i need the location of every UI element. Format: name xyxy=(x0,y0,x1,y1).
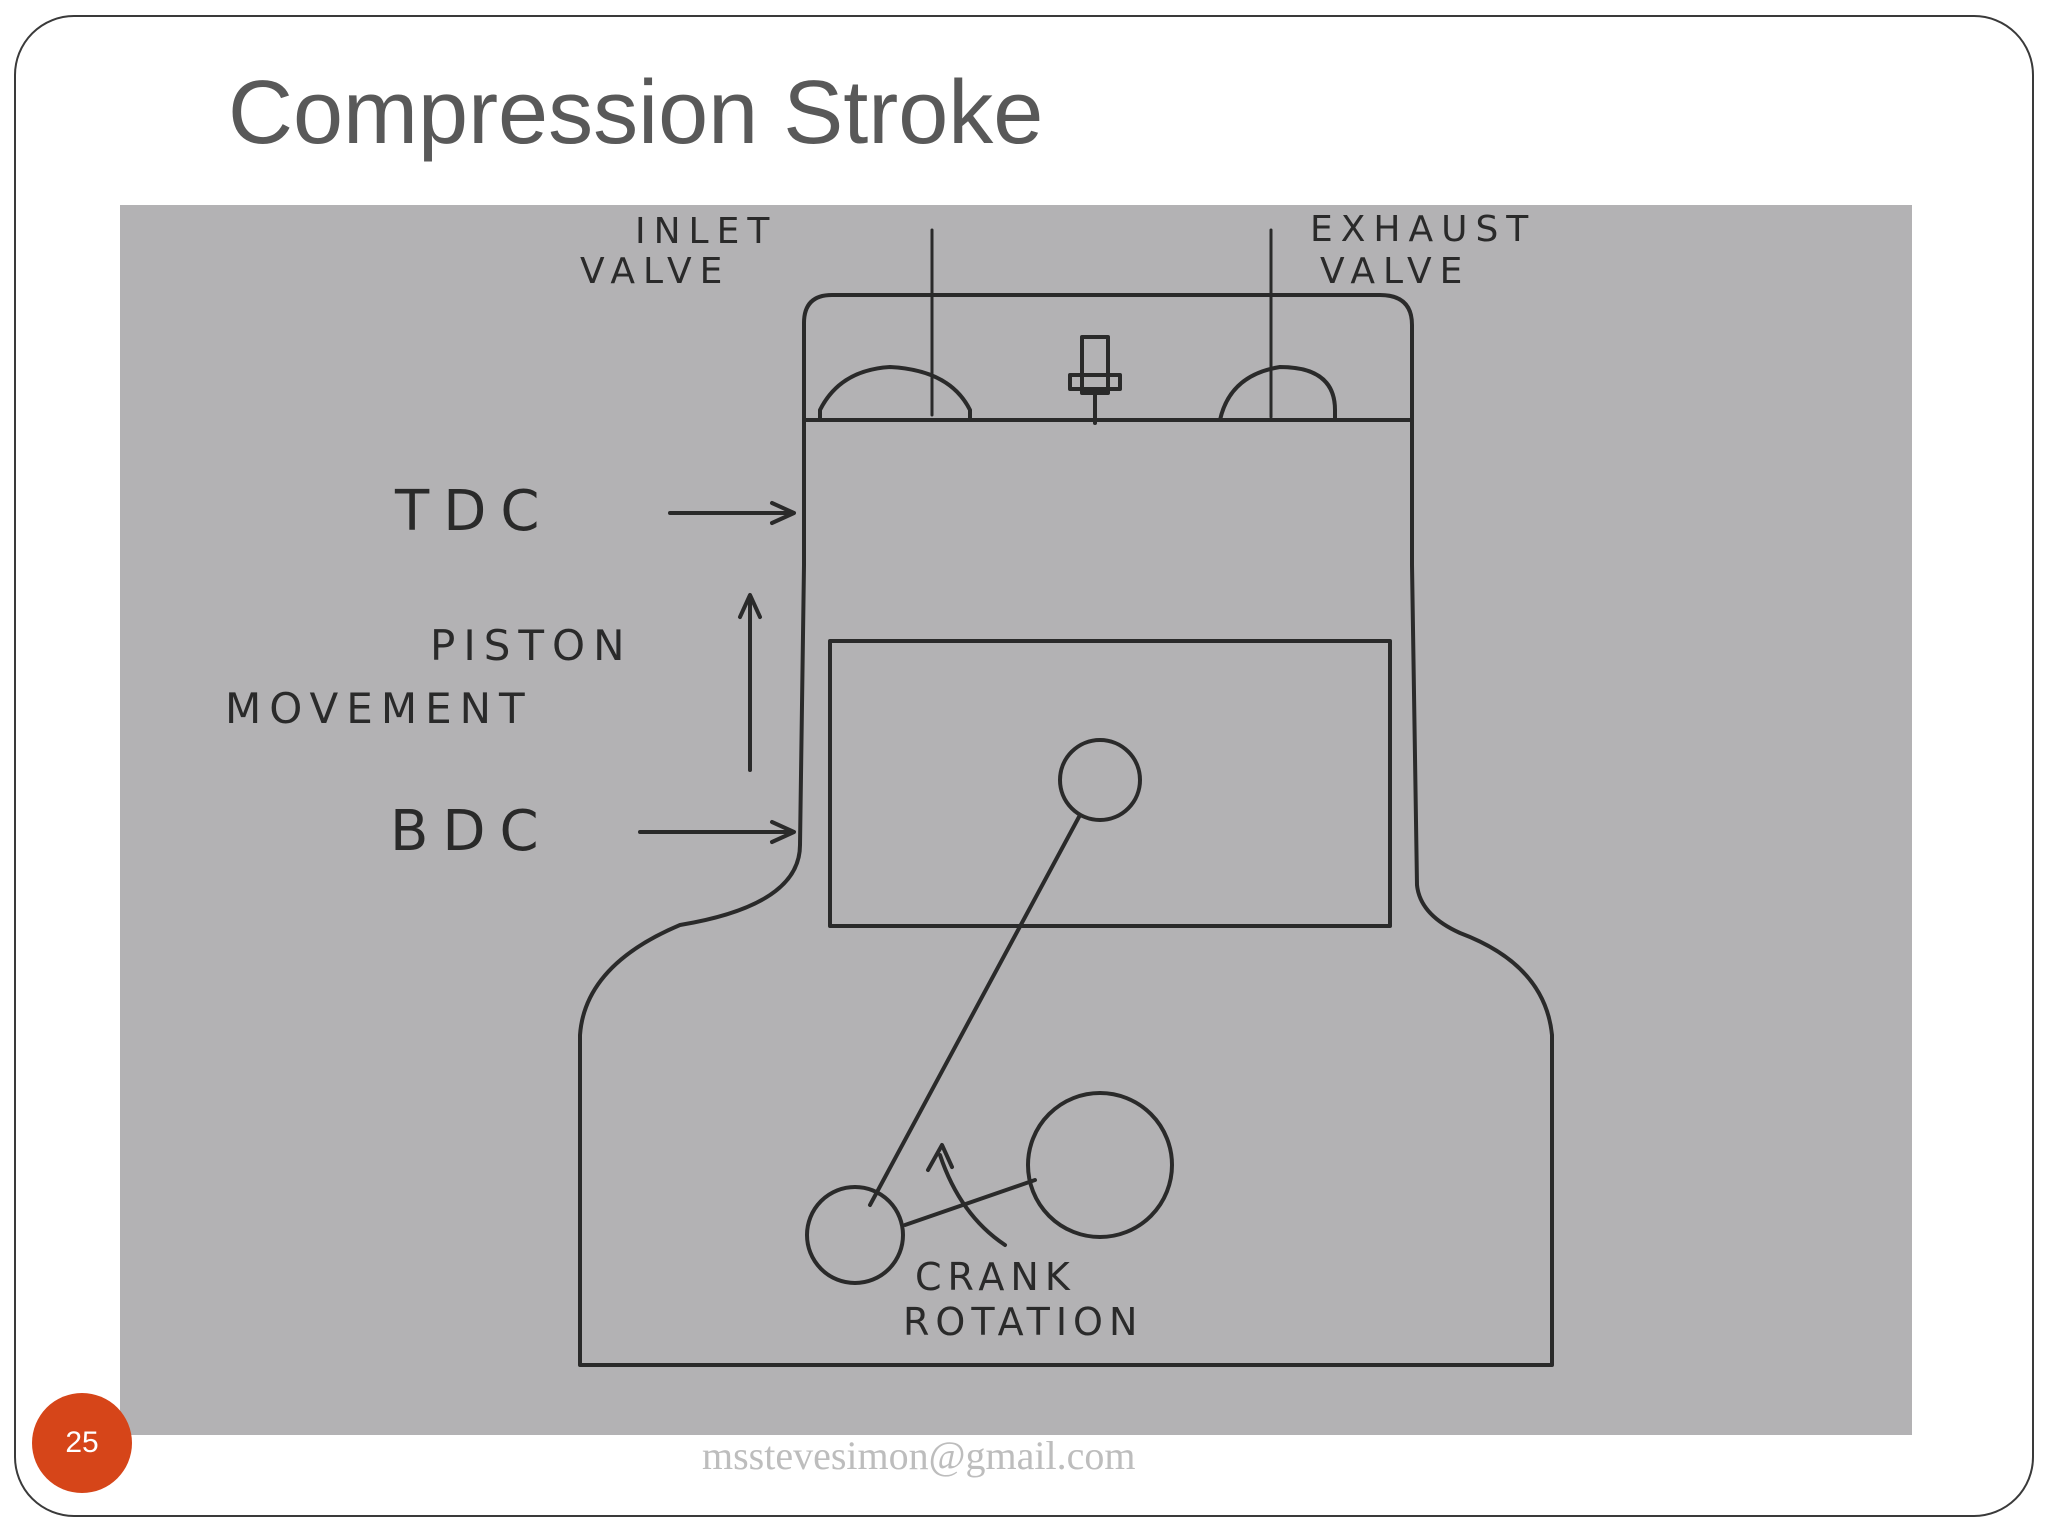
footer-email: msstevesimon@gmail.com xyxy=(702,1433,1136,1478)
engine-diagram-photo: INLET VALVE EXHAUST VALVE TDC PISTON MOV… xyxy=(120,205,1912,1435)
inlet-valve-port xyxy=(818,365,972,422)
piston-movement-label-line2: MOVEMENT xyxy=(225,684,533,733)
spark-plug-nut xyxy=(1068,373,1122,391)
tdc-label: TDC xyxy=(394,479,553,544)
cylinder-outline xyxy=(578,293,1554,1367)
crank-web xyxy=(903,1178,1037,1227)
exhaust-valve-label-line2: VALVE xyxy=(1320,251,1470,292)
piston-movement-label-line1: PISTON xyxy=(430,621,633,670)
crank-pin xyxy=(805,1185,905,1285)
slide-number-badge: 25 xyxy=(32,1393,132,1493)
piston-movement-arrowhead xyxy=(738,593,762,619)
crank-rotation-arrowhead xyxy=(926,1143,954,1172)
connecting-rod xyxy=(868,813,1082,1207)
engine-diagram: INLET VALVE EXHAUST VALVE TDC PISTON MOV… xyxy=(225,209,1554,1367)
exhaust-valve-port xyxy=(1218,365,1337,422)
crank-rotation-label-line2: ROTATION xyxy=(903,1300,1143,1344)
bdc-label: BDC xyxy=(390,799,553,864)
crank-rotation-arrow xyxy=(938,1153,1007,1247)
inlet-valve-label-line2: VALVE xyxy=(580,251,730,292)
bdc-arrowhead xyxy=(770,820,796,844)
spark-plug xyxy=(1080,335,1110,395)
crank-rotation-label-line1: CRANK xyxy=(915,1255,1076,1299)
gudgeon-pin xyxy=(1058,738,1142,822)
exhaust-valve-label-line1: EXHAUST xyxy=(1310,209,1536,250)
crankshaft xyxy=(1026,1091,1174,1239)
slide-title: Compression Stroke xyxy=(228,63,1044,163)
piston xyxy=(828,639,1392,928)
tdc-arrowhead xyxy=(770,501,796,525)
inlet-valve-label-line1: INLET xyxy=(635,211,777,252)
